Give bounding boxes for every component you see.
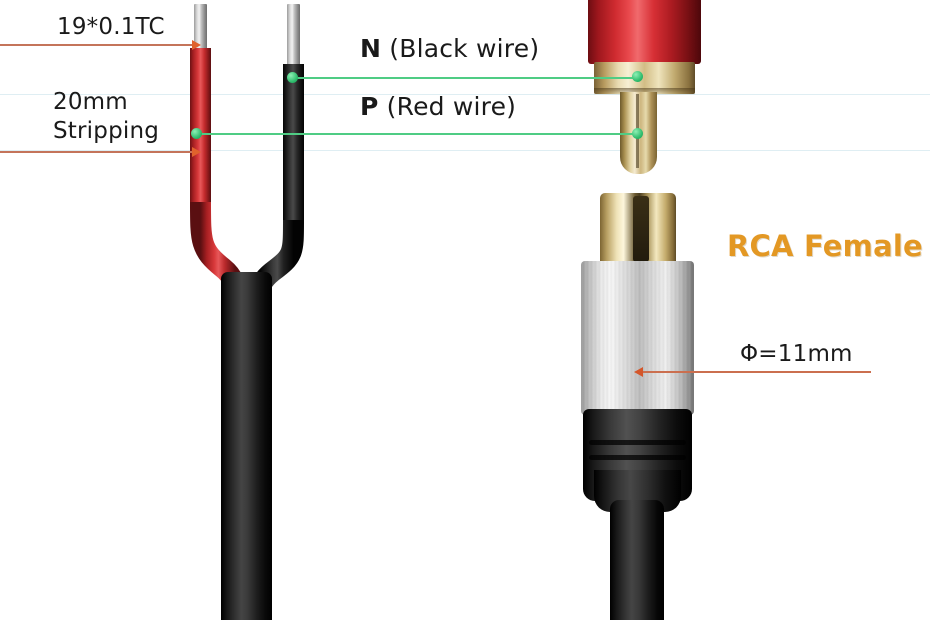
label-positive-prefix: P [360, 92, 379, 121]
collar-shadow [594, 88, 695, 95]
rca-female-socket-hole [633, 196, 649, 262]
callout-dot-center-pin [632, 128, 643, 139]
label-stripping-length-line2: Stripping [53, 118, 160, 144]
callout-line-positive [196, 133, 640, 135]
arrowhead-diameter [634, 367, 643, 377]
leader-line-stripping [0, 151, 198, 153]
copper-tip-black-wire [287, 4, 300, 66]
callout-line-neutral [292, 77, 640, 79]
label-conductor-spec: 19*0.1TC [57, 14, 165, 40]
label-stripping-length: 20mm Stripping [53, 88, 159, 146]
knurl-texture [581, 261, 694, 415]
black-insulated-wire [283, 64, 304, 224]
guide-line-upper [0, 94, 930, 95]
label-neutral-wire: N (Black wire) [360, 34, 539, 63]
boot-ridge [589, 455, 686, 460]
guide-line-lower [0, 150, 930, 151]
rca-male-red-barrel [588, 0, 701, 64]
label-neutral-text: (Black wire) [381, 34, 540, 63]
arrowhead-conductor-spec [192, 40, 201, 50]
copper-tip-red-wire [194, 4, 207, 50]
female-output-cable [610, 500, 664, 620]
callout-dot-ground-collar [632, 71, 643, 82]
rca-female-silver-body [581, 261, 694, 415]
label-stripping-length-line1: 20mm [53, 89, 128, 115]
leader-line-diameter [641, 371, 871, 373]
boot-ridge [589, 440, 686, 445]
label-diameter: Φ=11mm [740, 341, 853, 367]
label-positive-text: (Red wire) [378, 92, 517, 121]
red-insulated-wire [190, 48, 211, 208]
black-jacket-cable [221, 272, 272, 620]
callout-dot-black-wire [287, 72, 298, 83]
label-rca-female: RCA Female [727, 229, 923, 263]
callout-dot-red-wire [191, 128, 202, 139]
label-neutral-prefix: N [360, 34, 382, 63]
label-positive-wire: P (Red wire) [360, 92, 516, 121]
leader-line-conductor-spec [0, 44, 198, 46]
arrowhead-stripping [192, 147, 201, 157]
